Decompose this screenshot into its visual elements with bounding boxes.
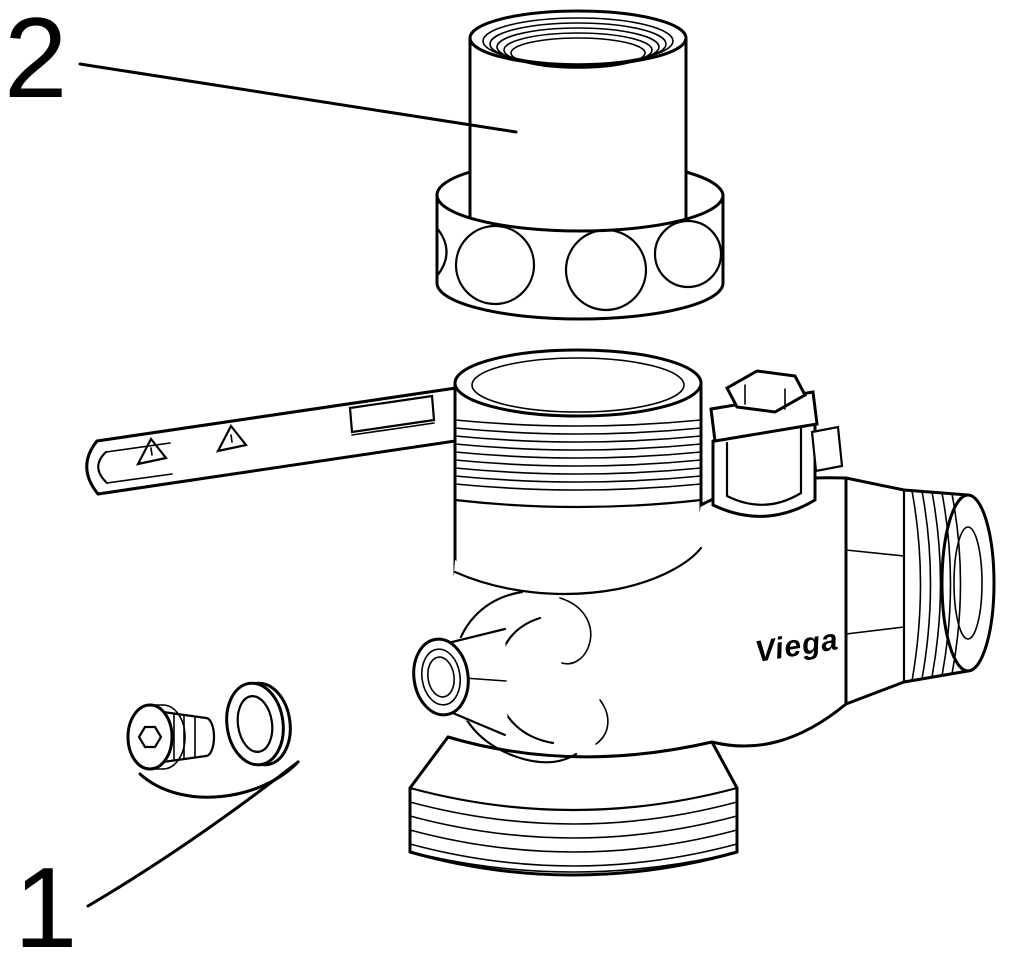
tailpiece <box>468 9 688 220</box>
union-nut-assembly <box>435 9 725 321</box>
leader-line-part2 <box>78 62 518 134</box>
handle-warning-icon <box>215 423 248 453</box>
callout-number-2: 2 <box>4 0 68 122</box>
callout-number-1: 1 <box>14 845 78 972</box>
outlet-thread <box>844 476 996 706</box>
leader-line-part1 <box>86 760 300 908</box>
drain-boss <box>412 627 508 737</box>
drain-plug <box>126 703 216 771</box>
lever-handle <box>85 386 464 496</box>
union-nut <box>435 170 725 321</box>
threaded-neck <box>453 348 703 612</box>
handle-bracket <box>711 423 844 518</box>
handle-label-plate <box>348 394 436 436</box>
handle-warning-icon <box>135 436 168 466</box>
valve-body <box>446 476 848 764</box>
hex-socket-icon <box>137 725 163 749</box>
stem-hex-nut <box>724 369 808 414</box>
sealing-washer <box>225 681 292 767</box>
